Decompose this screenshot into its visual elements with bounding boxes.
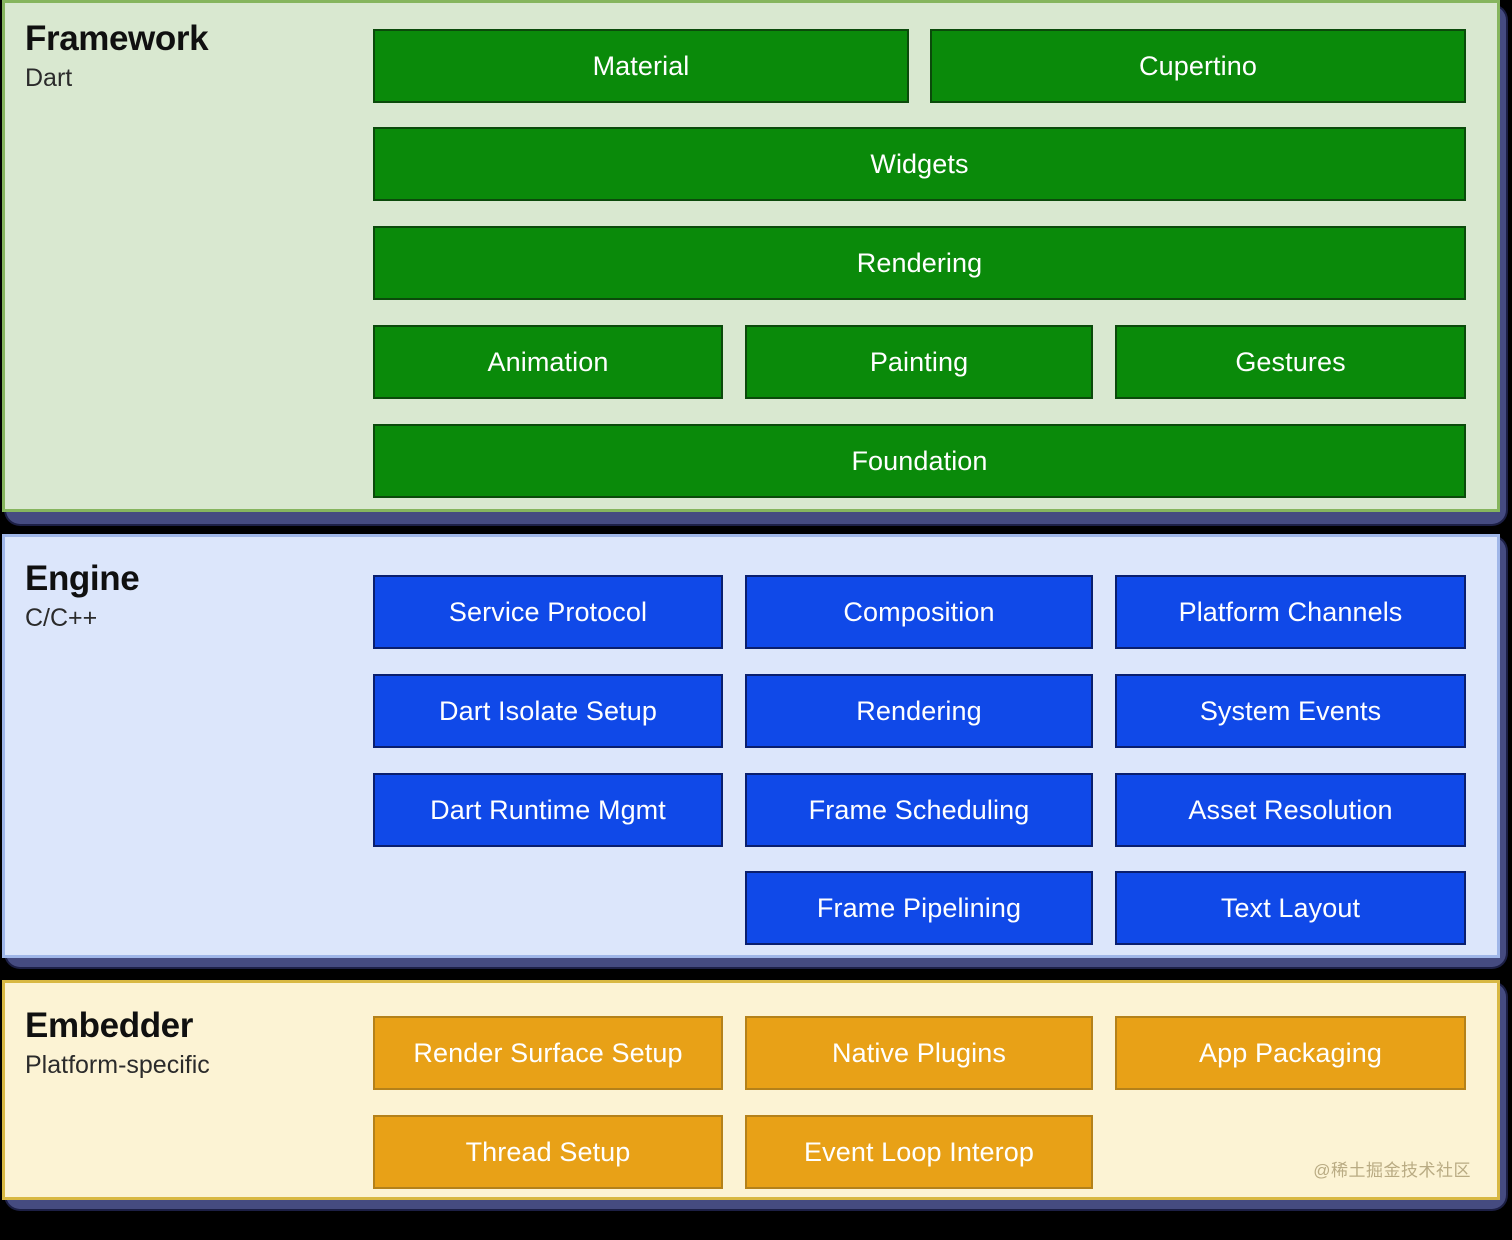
embedder-panel: Embedder Platform-specific Render Surfac… xyxy=(2,980,1500,1200)
box-gestures[interactable]: Gestures xyxy=(1115,325,1466,399)
box-thread-setup[interactable]: Thread Setup xyxy=(373,1115,723,1189)
box-material[interactable]: Material xyxy=(373,29,909,103)
box-composition[interactable]: Composition xyxy=(745,575,1093,649)
box-cupertino[interactable]: Cupertino xyxy=(930,29,1466,103)
box-native-plugins[interactable]: Native Plugins xyxy=(745,1016,1093,1090)
box-platform-channels[interactable]: Platform Channels xyxy=(1115,575,1466,649)
box-render-surface-setup[interactable]: Render Surface Setup xyxy=(373,1016,723,1090)
embedder-label-group: Embedder Platform-specific xyxy=(25,1006,210,1080)
engine-title: Engine xyxy=(25,559,140,598)
embedder-title: Embedder xyxy=(25,1006,193,1045)
engine-subtitle: C/C++ xyxy=(25,603,98,632)
box-painting[interactable]: Painting xyxy=(745,325,1093,399)
box-frame-pipelining[interactable]: Frame Pipelining xyxy=(745,871,1093,945)
watermark: @稀土掘金技术社区 xyxy=(1313,1161,1471,1180)
framework-panel: Framework Dart Material Cupertino Widget… xyxy=(2,0,1500,512)
box-frame-scheduling[interactable]: Frame Scheduling xyxy=(745,773,1093,847)
framework-subtitle: Dart xyxy=(25,63,73,92)
box-service-protocol[interactable]: Service Protocol xyxy=(373,575,723,649)
framework-label-group: Framework Dart xyxy=(25,19,209,93)
framework-title: Framework xyxy=(25,19,209,58)
box-rendering-framework[interactable]: Rendering xyxy=(373,226,1466,300)
box-foundation[interactable]: Foundation xyxy=(373,424,1466,498)
engine-panel: Engine C/C++ Service Protocol Dart Isola… xyxy=(2,534,1500,958)
box-rendering-engine[interactable]: Rendering xyxy=(745,674,1093,748)
box-text-layout[interactable]: Text Layout xyxy=(1115,871,1466,945)
box-widgets[interactable]: Widgets xyxy=(373,127,1466,201)
box-app-packaging[interactable]: App Packaging xyxy=(1115,1016,1466,1090)
box-dart-runtime-mgmt[interactable]: Dart Runtime Mgmt xyxy=(373,773,723,847)
box-event-loop-interop[interactable]: Event Loop Interop xyxy=(745,1115,1093,1189)
embedder-subtitle: Platform-specific xyxy=(25,1050,210,1079)
box-system-events[interactable]: System Events xyxy=(1115,674,1466,748)
box-animation[interactable]: Animation xyxy=(373,325,723,399)
box-asset-resolution[interactable]: Asset Resolution xyxy=(1115,773,1466,847)
engine-label-group: Engine C/C++ xyxy=(25,559,140,633)
box-dart-isolate-setup[interactable]: Dart Isolate Setup xyxy=(373,674,723,748)
